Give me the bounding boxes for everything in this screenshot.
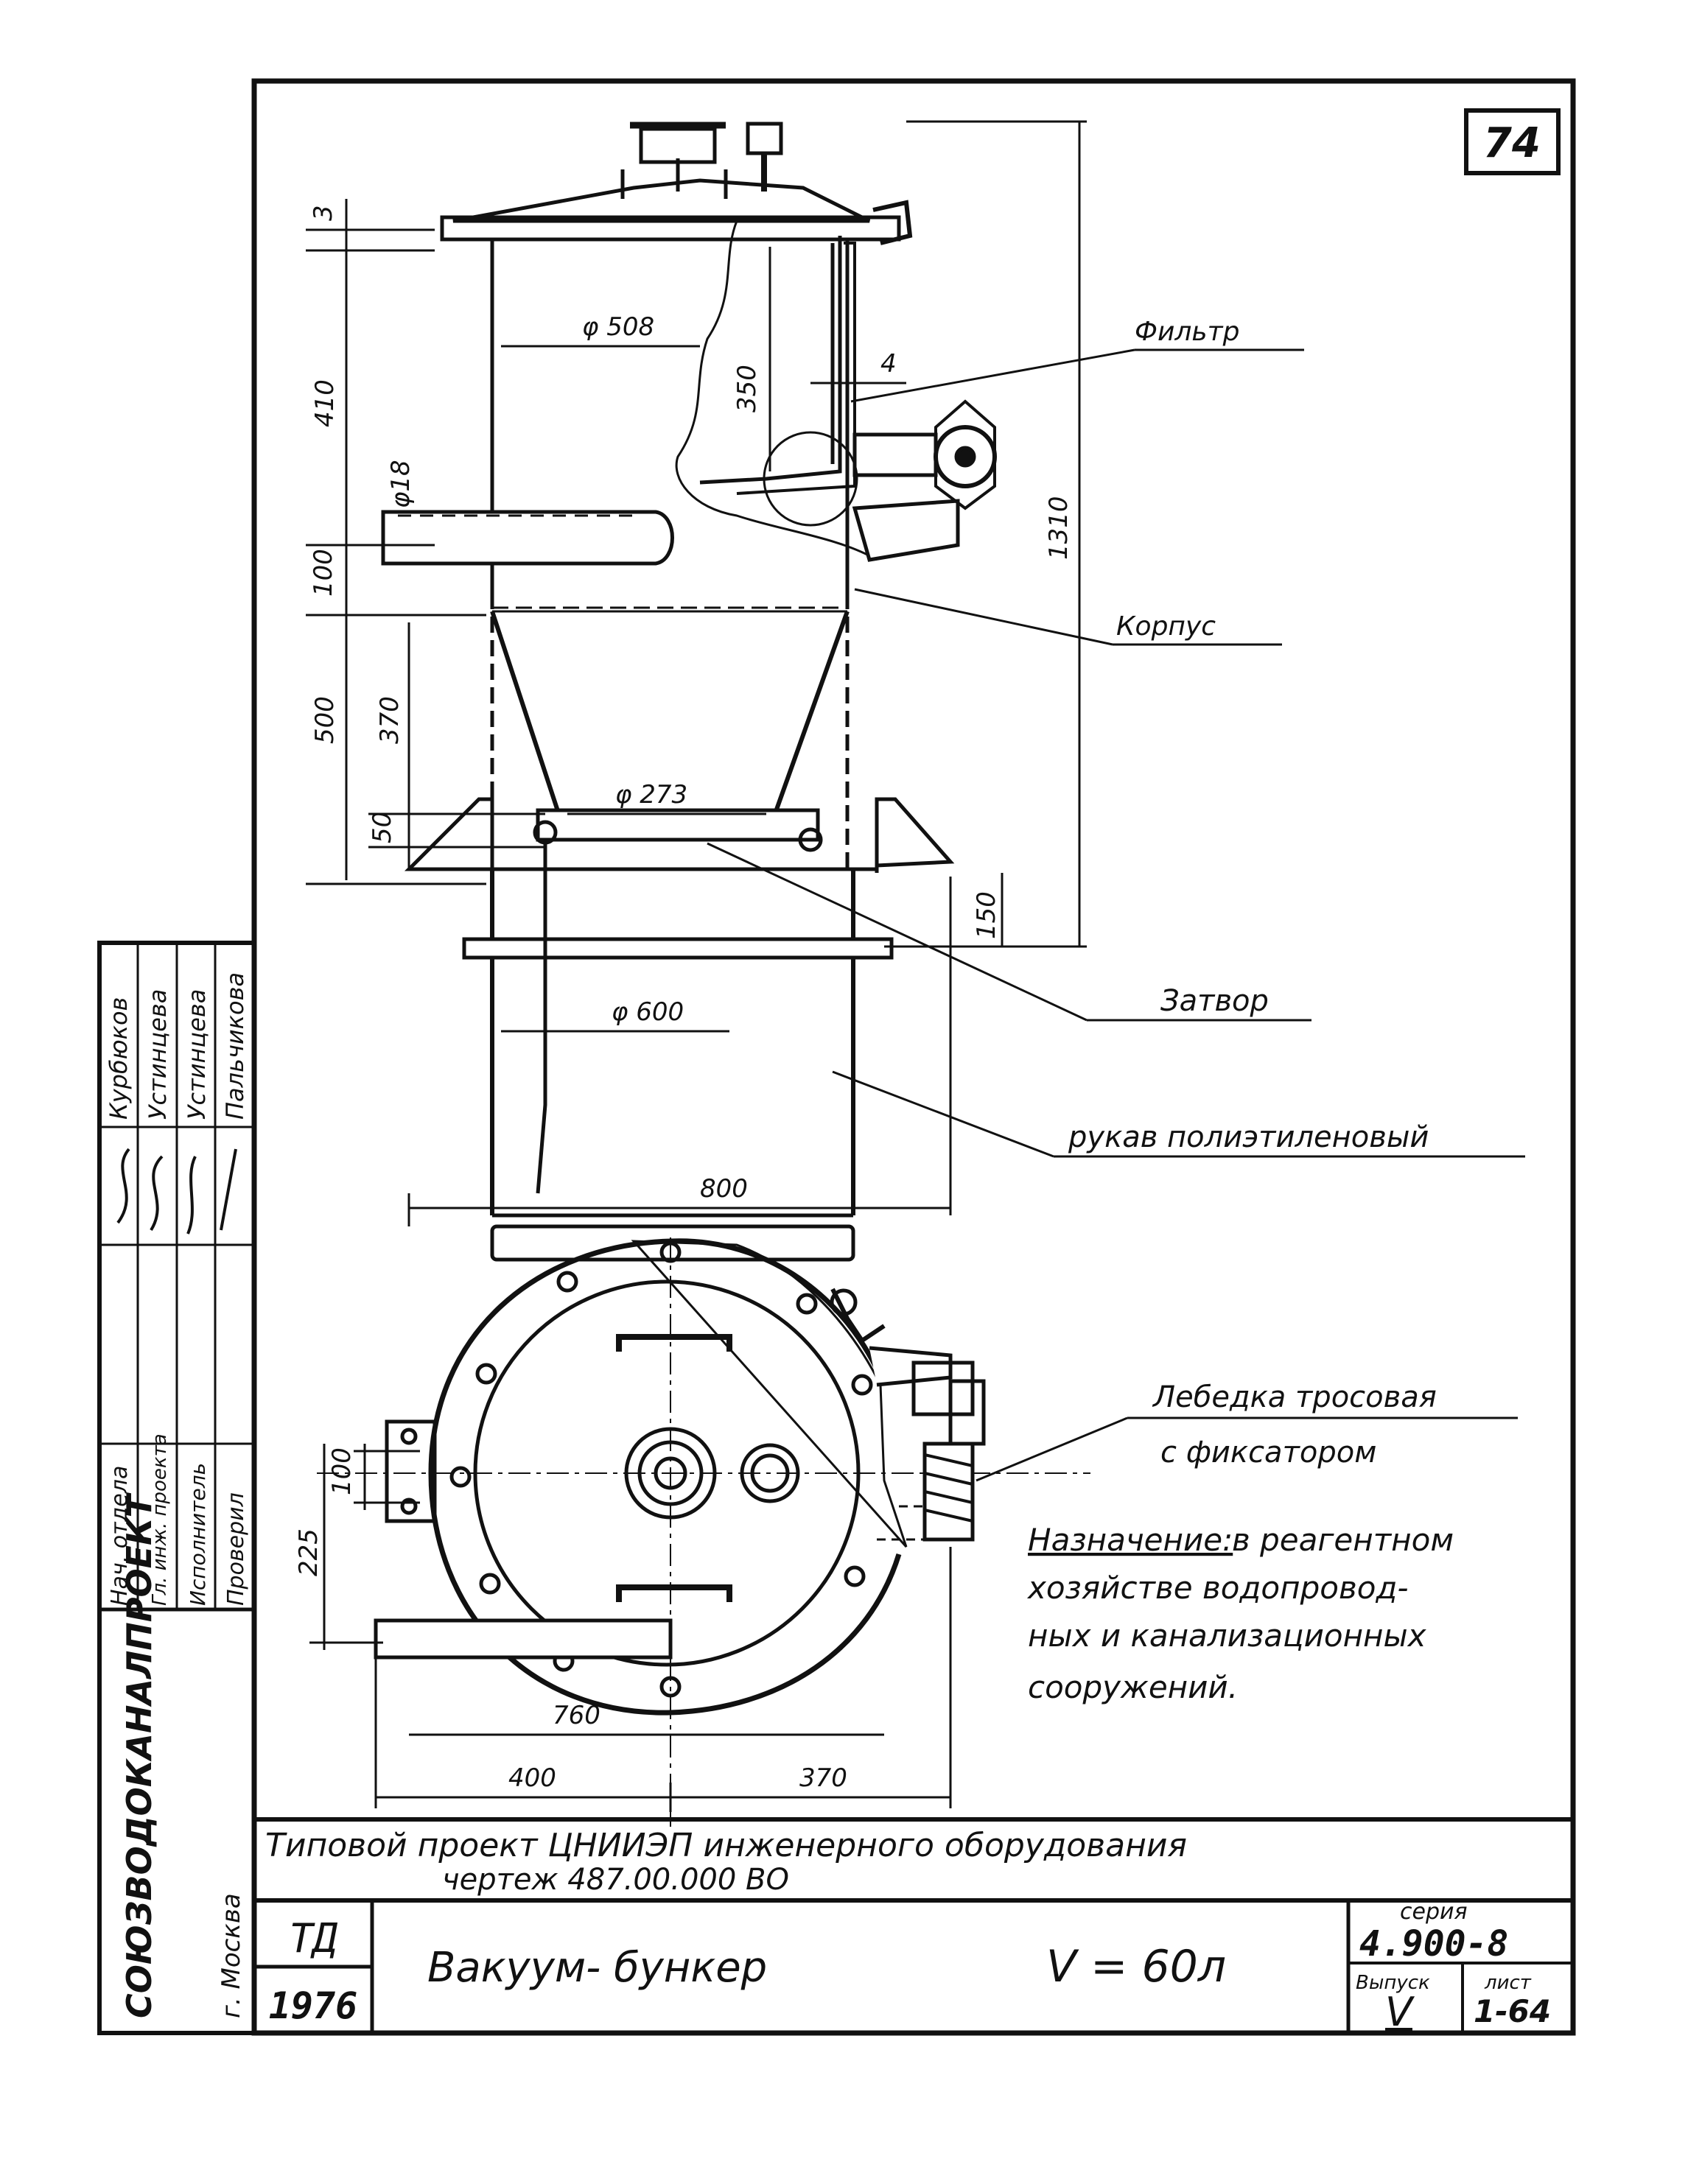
dim-sleeve-dia: φ 600	[612, 997, 684, 1027]
project-line1: Типовой проект ЦНИИЭП инженерного оборуд…	[265, 1827, 1187, 1864]
plan-inlet	[374, 1618, 673, 1660]
dim-inlet-dia: φ18	[386, 460, 416, 508]
dim-cone-h: 370	[375, 696, 405, 744]
stamp-role-3: Исполнитель	[186, 1463, 210, 1606]
dim-gap: 4	[880, 349, 897, 379]
detail-circle	[763, 431, 858, 527]
series-value: 4.900-8	[1359, 1923, 1508, 1964]
dim-225: 225	[294, 1528, 323, 1576]
stamp-name-2: Устинцева	[144, 989, 172, 1120]
issue-value: V	[1385, 1989, 1415, 2035]
stamp-city: г. Москва	[217, 1893, 246, 2018]
dim-inlet-h: 100	[309, 549, 338, 597]
winch-callout: Лебедка тросовая с фиксатором	[976, 1380, 1518, 1482]
front-dimension-lines	[306, 120, 1087, 1226]
callout-body: Корпус	[1116, 611, 1216, 642]
bottom-flange-right	[875, 797, 955, 868]
callout-gate: Затвор	[1160, 984, 1269, 1018]
front-dimension-texts: 3 410 φ18 100 500 370 50 φ 508 350 4 131…	[309, 205, 1074, 1204]
handle-bottom	[616, 1584, 732, 1602]
purpose-label: Назначение:	[1028, 1522, 1233, 1558]
dim-cap: 3	[309, 205, 338, 221]
dim-flange: 50	[368, 812, 397, 843]
purpose-line2: хозяйстве водопровод-	[1026, 1570, 1409, 1606]
stamp-role-4: Проверил	[223, 1492, 249, 1606]
series-label: серия	[1400, 1899, 1468, 1925]
dim-370: 370	[799, 1763, 847, 1793]
dim-760: 760	[553, 1701, 600, 1730]
project-line2: чертеж 487.00.000 ВО	[442, 1863, 789, 1897]
sheet-label: лист	[1484, 1972, 1532, 1994]
stamp-org: СОЮЗВОДОКАНАЛПРОЕКТ	[119, 1492, 159, 2018]
plan-inner-circle	[473, 1279, 861, 1667]
stamp-role-2: Гл. инж. проекта	[149, 1433, 171, 1606]
callout-winch-line2: с фиксатором	[1160, 1436, 1376, 1470]
plan-view	[317, 1237, 1090, 1827]
dim-filter-h: 350	[732, 365, 762, 412]
sheet-frame	[97, 78, 1576, 2036]
inlet-pipe	[381, 510, 674, 566]
stamp-year: 1976	[269, 1984, 357, 2027]
dim-total-h: 1310	[1044, 496, 1074, 560]
drawing-title: Вакуум- бункер	[427, 1944, 767, 1992]
stamp-name-3: Устинцева	[183, 989, 211, 1120]
dim-body-dia: φ 508	[582, 312, 654, 342]
dim-100: 100	[327, 1447, 357, 1495]
dim-400: 400	[508, 1763, 556, 1793]
sheet-value: 1-64	[1474, 1993, 1551, 2029]
plan-dimension-texts: 100 225 760 400 370	[294, 1447, 847, 1793]
dim-upper-height: 410	[310, 379, 340, 427]
stamp-role-1: Нач. отдела	[107, 1466, 133, 1606]
winch-drum	[922, 1442, 975, 1542]
purpose-line4: сооружений.	[1028, 1669, 1238, 1705]
lower-clamp	[462, 937, 894, 960]
lid	[452, 178, 871, 223]
handle-top	[616, 1334, 732, 1352]
purpose-line3: ных и канализационных	[1028, 1618, 1427, 1654]
stamp-code: ТД	[289, 1915, 338, 1962]
plan-outer-ring	[428, 1238, 902, 1716]
lid-latch	[872, 200, 913, 245]
issue-label: Выпуск	[1356, 1972, 1430, 1994]
lid-flange	[440, 215, 901, 242]
filter-basket	[699, 236, 842, 485]
plan-dimension-lines	[309, 1444, 952, 1812]
dim-cone-total: 500	[310, 696, 340, 744]
signature-scribbles	[116, 1148, 237, 1235]
stamp-name-4: Пальчикова	[221, 972, 249, 1120]
plan-left-bracket	[385, 1419, 437, 1523]
page-number: 74	[1483, 119, 1541, 167]
purpose-note: Назначение: в реагентном хозяйстве водоп…	[1026, 1522, 1454, 1705]
callout-winch-line1: Лебедка тросовая	[1152, 1380, 1437, 1414]
winch-mount	[852, 432, 938, 477]
front-view	[381, 122, 997, 1262]
drawing-volume: V = 60л	[1046, 1941, 1226, 1992]
stamp-name-1: Курбюков	[105, 997, 133, 1120]
winch-frame	[911, 1360, 975, 1416]
callout-sleeve: рукав полиэтиленовый	[1068, 1120, 1429, 1154]
bottom-flange-left	[404, 797, 494, 871]
vacuum-fitting	[746, 122, 783, 155]
side-stamp: Нач. отдела Гл. инж. проекта Исполнитель…	[99, 943, 254, 2018]
top-pipe-fitting	[639, 127, 717, 164]
dim-h150: 150	[972, 891, 1001, 939]
dim-width: 800	[700, 1174, 748, 1204]
callout-filter: Фильтр	[1135, 317, 1239, 347]
cone	[490, 610, 850, 819]
dim-gate-dia: φ 273	[615, 780, 687, 810]
purpose-line1: в реагентном	[1232, 1522, 1454, 1558]
title-block: Типовой проект ЦНИИЭП инженерного оборуд…	[265, 1827, 1551, 2035]
page-number-box: 74	[1464, 108, 1561, 175]
front-callouts: Фильтр Корпус Затвор рукав полиэтиленовы…	[707, 317, 1525, 1158]
